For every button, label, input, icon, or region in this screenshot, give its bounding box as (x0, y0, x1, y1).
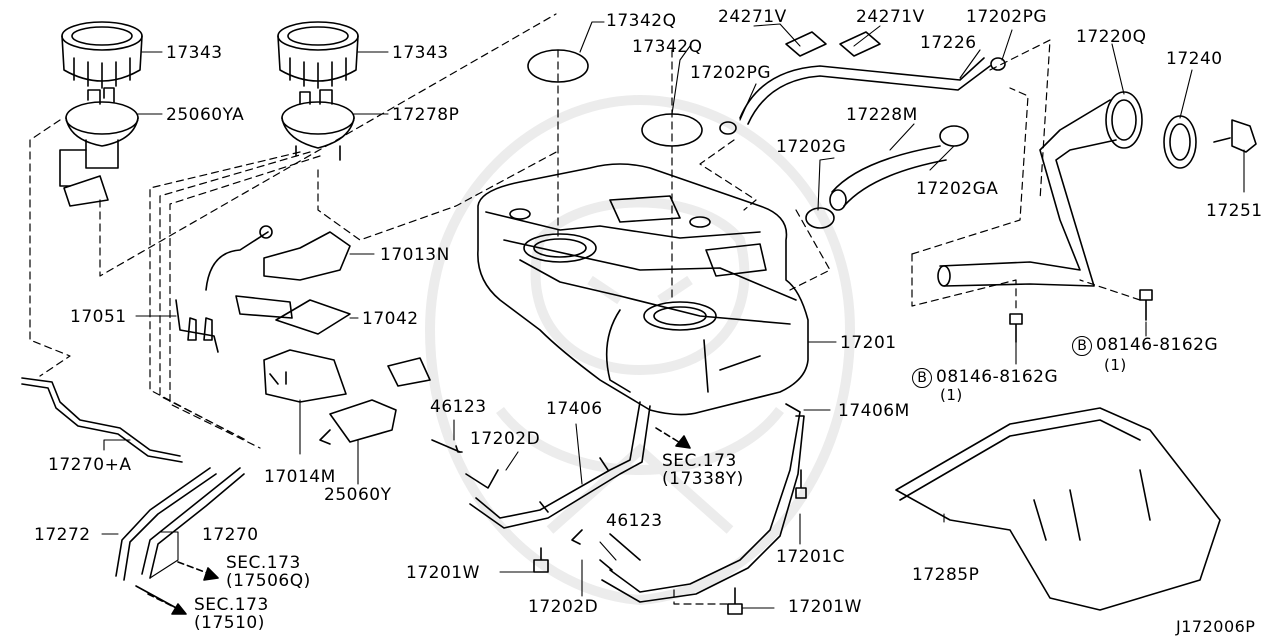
reference-lines (29, 13, 1141, 605)
diagram-id: J172006P (1176, 617, 1256, 636)
label-17406: 17406 (546, 399, 603, 419)
label-17202G: 17202G (776, 137, 847, 157)
pump-assembly-17278P (281, 89, 355, 161)
label-17051: 17051 (70, 307, 127, 327)
label-24271V-left: 24271V (718, 7, 787, 27)
label-17240: 17240 (1166, 49, 1223, 69)
label-46123-upper: 46123 (430, 397, 487, 417)
label-17202PG-mid: 17202PG (690, 63, 772, 83)
label-17270: 17270 (202, 525, 259, 545)
label-sec173-upper: SEC.173 (662, 451, 737, 471)
label-17202D-upper: 17202D (470, 429, 541, 449)
label-17343-left: 17343 (166, 43, 223, 63)
label-08146-left-qty: (1) (940, 386, 963, 404)
label-24271V-right: 24271V (856, 7, 925, 27)
label-25060Y: 25060Y (324, 485, 392, 505)
bolt-mark-b-left: B (912, 368, 932, 388)
leader-lines (101, 21, 1245, 609)
label-17228M: 17228M (846, 105, 918, 125)
label-sec173-lower: SEC.173 (194, 595, 269, 615)
sender-parts-lower (263, 349, 431, 445)
label-17272: 17272 (34, 525, 91, 545)
label-17278P: 17278P (392, 105, 460, 125)
label-sec173-lower-ref: (17510) (194, 613, 265, 633)
label-17226: 17226 (920, 33, 977, 53)
label-08146-right-qty: (1) (1104, 356, 1127, 374)
label-17202PG-top: 17202PG (966, 7, 1048, 27)
label-17270-a: 17270+A (48, 455, 132, 475)
label-17342Q-upper: 17342Q (606, 11, 677, 31)
bolts (533, 289, 1153, 615)
label-17251: 17251 (1206, 201, 1263, 221)
label-17285P: 17285P (912, 565, 980, 585)
direction-arrows (147, 427, 691, 615)
sender-unit-25060YA (59, 87, 139, 207)
fuel-tank-17201 (477, 163, 809, 416)
tank-straps (469, 401, 805, 603)
fuel-lines (21, 377, 245, 611)
label-17220Q: 17220Q (1076, 27, 1147, 47)
label-17014M: 17014M (264, 467, 336, 487)
label-17406M: 17406M (838, 401, 910, 421)
label-25060YA: 25060YA (166, 105, 245, 125)
label-17342Q-lower: 17342Q (632, 37, 703, 57)
label-17013N: 17013N (380, 245, 450, 265)
pump-internals (175, 225, 351, 353)
watermark-logo (424, 94, 856, 606)
label-17201W-right: 17201W (788, 597, 862, 617)
lock-ring-left (61, 21, 143, 89)
heat-shield-17285P (895, 407, 1221, 611)
bolt-mark-b-right: B (1072, 336, 1092, 356)
label-17042: 17042 (362, 309, 419, 329)
label-46123-lower: 46123 (606, 511, 663, 531)
label-08146-left: 08146-8162G (936, 367, 1059, 387)
lock-ring-right (277, 21, 359, 89)
label-sec173-mid: SEC.173 (226, 553, 301, 573)
label-sec173-mid-ref: (17506Q) (226, 571, 311, 591)
label-sec173-upper-ref: (17338Y) (662, 469, 744, 489)
label-17202GA: 17202GA (916, 179, 999, 199)
label-17201W-left: 17201W (406, 563, 480, 583)
clamps (431, 439, 641, 571)
label-17201C: 17201C (776, 547, 845, 567)
label-17343-right: 17343 (392, 43, 449, 63)
label-17202D-lower: 17202D (528, 597, 599, 617)
label-08146-right: 08146-8162G (1096, 335, 1219, 355)
label-17201: 17201 (840, 333, 897, 353)
